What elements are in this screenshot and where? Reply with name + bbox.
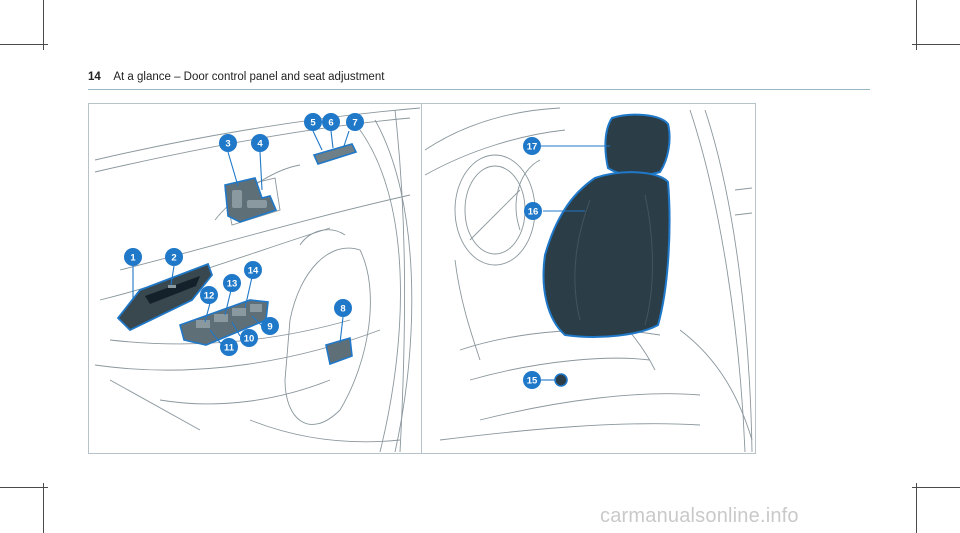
callout-16: 16 <box>524 202 542 220</box>
callout-13: 13 <box>223 274 241 292</box>
svg-text:2: 2 <box>171 253 176 264</box>
callout-15: 15 <box>523 371 541 389</box>
svg-text:15: 15 <box>527 376 538 387</box>
crop-mark <box>912 487 960 488</box>
watermark: carmanualsonline.info <box>600 505 799 527</box>
figure-divider <box>421 103 422 454</box>
svg-text:10: 10 <box>244 334 255 345</box>
callout-2: 2 <box>165 248 183 266</box>
callout-6: 6 <box>322 113 340 131</box>
callout-1: 1 <box>124 248 142 266</box>
callout-10: 10 <box>240 329 258 347</box>
svg-text:4: 4 <box>257 139 263 150</box>
svg-text:7: 7 <box>352 118 357 129</box>
callout-14: 14 <box>244 261 262 279</box>
svg-text:16: 16 <box>528 207 539 218</box>
callout-9: 9 <box>261 317 279 335</box>
crop-mark <box>916 0 917 50</box>
door-panel-drawing <box>94 107 421 452</box>
callout-11: 11 <box>220 338 238 356</box>
callout-17: 17 <box>523 137 541 155</box>
page-title: At a glance – Door control panel and sea… <box>113 71 385 83</box>
svg-text:13: 13 <box>227 279 238 290</box>
callout-7: 7 <box>346 113 364 131</box>
svg-text:17: 17 <box>527 142 538 153</box>
svg-text:14: 14 <box>248 266 259 277</box>
svg-text:9: 9 <box>267 322 272 333</box>
header-rule <box>88 89 870 90</box>
callout-12: 12 <box>200 286 218 304</box>
callout-8: 8 <box>334 299 352 317</box>
svg-text:1: 1 <box>130 253 136 264</box>
callout-leaders <box>132 130 610 381</box>
crop-mark <box>912 44 960 45</box>
svg-text:8: 8 <box>340 304 345 315</box>
callout-3: 3 <box>219 134 237 152</box>
crop-mark <box>43 483 44 533</box>
crop-mark <box>0 487 48 488</box>
door-controls <box>116 143 358 366</box>
page-header: 14 At a glance – Door control panel and … <box>88 71 384 83</box>
svg-text:3: 3 <box>225 139 230 150</box>
crop-mark <box>43 0 44 50</box>
svg-text:5: 5 <box>310 118 316 129</box>
callout-5: 5 <box>304 113 322 131</box>
crop-mark <box>0 44 48 45</box>
callouts: 1 2 3 4 5 6 7 8 9 10 11 12 13 14 15 16 1… <box>124 113 542 389</box>
svg-text:6: 6 <box>328 118 333 129</box>
svg-text:12: 12 <box>204 291 215 302</box>
seat-highlight <box>542 113 671 387</box>
crop-mark <box>916 483 917 533</box>
callout-4: 4 <box>251 134 269 152</box>
svg-text:11: 11 <box>224 343 235 354</box>
page-number: 14 <box>88 71 101 83</box>
